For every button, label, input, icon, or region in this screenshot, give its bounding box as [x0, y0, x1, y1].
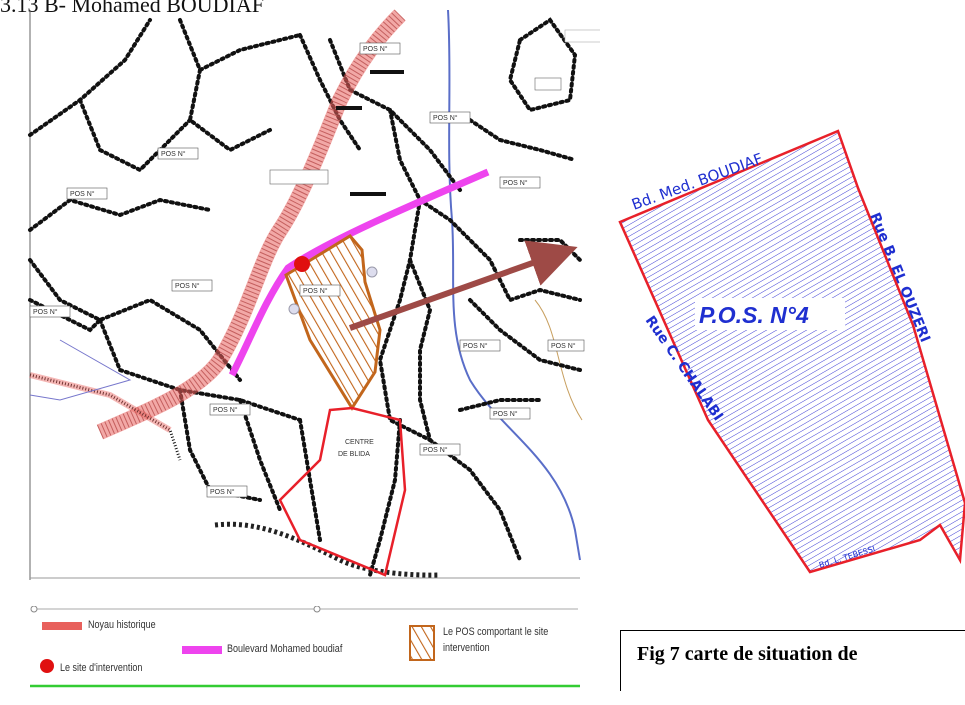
pos4-title: P.O.S. N°4 — [699, 302, 809, 328]
pos-label: POS N° — [499, 176, 541, 189]
centre-blida-outline — [278, 406, 407, 577]
pos-label: POS N° — [419, 443, 461, 456]
pos4-area — [618, 129, 965, 574]
centre-label-2: DE BLIDA — [338, 451, 370, 458]
pos-label: POS N° — [359, 42, 401, 55]
blue-outline — [29, 339, 132, 401]
pos-label: POS N° — [66, 187, 108, 200]
pos4-title-bg — [695, 298, 845, 330]
svg-text:POS N°: POS N° — [551, 342, 576, 350]
map-annotation — [564, 29, 600, 43]
zoom-arrow — [348, 240, 578, 331]
svg-text:POS N°: POS N° — [175, 282, 200, 290]
map-mark — [350, 192, 386, 196]
map-annotation — [269, 169, 329, 185]
svg-text:POS N°: POS N° — [70, 190, 95, 198]
site-marker — [294, 256, 310, 272]
svg-text:POS N°: POS N° — [433, 114, 458, 122]
map-legend: Noyau historique Boulevard Mohamed boudi… — [30, 606, 580, 690]
svg-text:POS N°: POS N° — [161, 150, 186, 158]
svg-text:POS N°: POS N° — [423, 446, 448, 454]
map-mark — [336, 106, 362, 110]
centre-label-1: CENTRE — [345, 439, 374, 446]
svg-text:POS N°: POS N° — [33, 308, 58, 316]
legend-boulevard-swatch — [182, 646, 222, 654]
node-marker — [288, 303, 300, 315]
figure-caption: Fig 7 carte de situation de — [637, 643, 858, 665]
pos-label: POS N° — [547, 339, 585, 352]
svg-text:POS N°: POS N° — [303, 287, 328, 295]
pos-label: POS N° — [29, 305, 71, 318]
svg-text:POS N°: POS N° — [503, 179, 528, 187]
legend-site-label: Le site d'intervention — [60, 662, 143, 674]
figure-caption-box: Fig 7 carte de situation de — [620, 630, 965, 691]
svg-text:POS N°: POS N° — [463, 342, 488, 350]
legend-noyau-swatch — [42, 622, 82, 630]
node-marker — [366, 266, 378, 278]
map-mark — [370, 70, 404, 74]
pos-label: POS N° — [459, 339, 501, 352]
railway — [214, 521, 441, 578]
pos-label: POS N° — [157, 147, 199, 160]
svg-text:POS N°: POS N° — [363, 45, 388, 53]
pos-label: POS N° — [299, 284, 341, 297]
map-annotation — [534, 77, 562, 91]
legend-graphics — [30, 606, 580, 688]
legend-pos-label-2: intervention — [443, 642, 490, 654]
legend-site-swatch — [40, 659, 54, 673]
page-title: 3.13 B- Mohamed BOUDIAF — [0, 0, 264, 17]
legend-pos-label-1: Le POS comportant le site — [443, 626, 549, 638]
road-secondary — [534, 299, 583, 421]
noyau-edge — [29, 373, 182, 461]
pos-label: POS N° — [209, 403, 251, 416]
pos-label: POS N° — [171, 279, 213, 292]
pos-label: POS N° — [206, 485, 248, 498]
pos-label: POS N° — [429, 111, 471, 124]
boulevard-boudiaf — [228, 168, 490, 377]
svg-text:POS N°: POS N° — [213, 406, 238, 414]
left-situation-map: CENTRE DE BLIDA POS N° POS N° POS N° POS… — [28, 9, 600, 580]
legend-boulevard-label: Boulevard Mohamed boudiaf — [227, 643, 343, 655]
svg-text:POS N°: POS N° — [210, 488, 235, 496]
pos-label: POS N° — [489, 407, 531, 420]
pos4-detail-map: P.O.S. N°4 Bd. Med. BOUDIAF Rue B. EL OU… — [618, 129, 965, 574]
pos-site-area — [284, 234, 382, 411]
legend-pos-swatch — [409, 625, 435, 661]
legend-noyau-label: Noyau historique — [88, 619, 156, 631]
svg-text:POS N°: POS N° — [493, 410, 518, 418]
pos-labels: POS N° POS N° POS N° POS N° POS N° POS N… — [29, 42, 585, 498]
